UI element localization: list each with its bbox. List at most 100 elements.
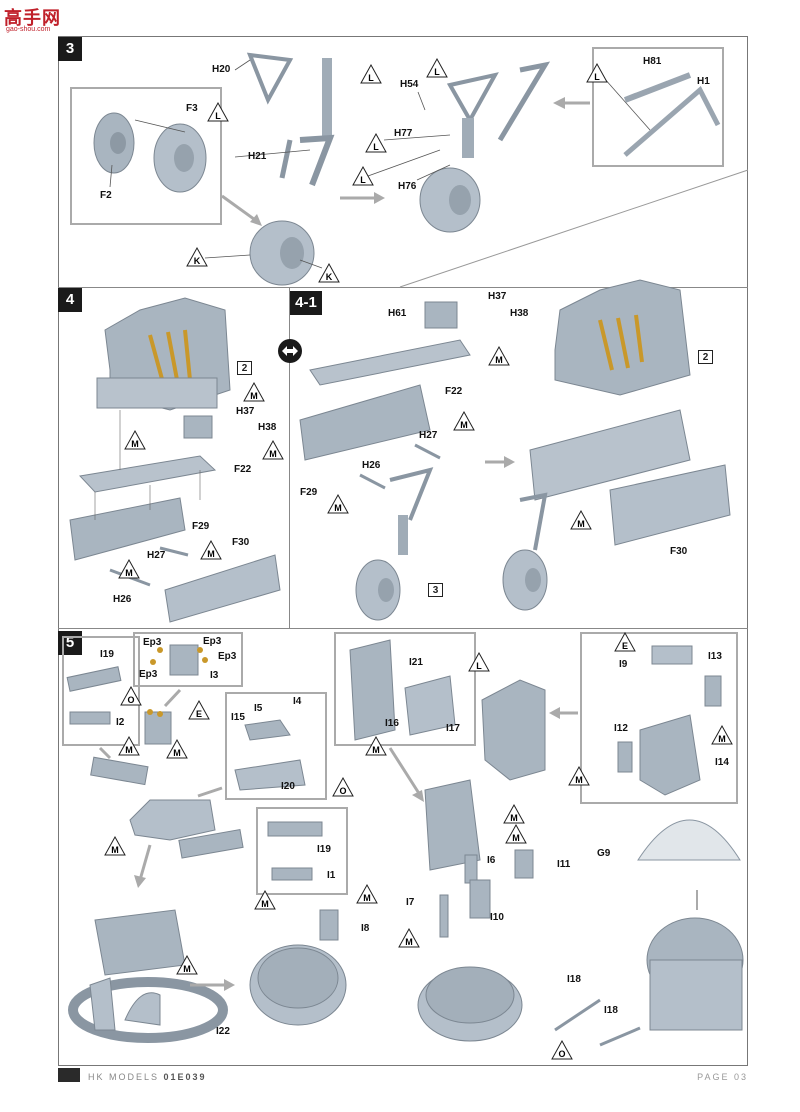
divider-step4-bottom: [58, 628, 748, 629]
svg-text:L: L: [360, 175, 366, 185]
part-label: I5: [254, 703, 263, 714]
part-label: I8: [361, 923, 370, 934]
part-label: I16: [385, 718, 399, 729]
svg-text:M: M: [173, 748, 181, 758]
part-label: H27: [419, 430, 438, 441]
svg-text:L: L: [215, 111, 221, 121]
svg-text:M: M: [207, 549, 215, 559]
divider-step4-step41: [289, 287, 290, 628]
step-3-number: 3: [58, 37, 82, 61]
part-label: H37: [488, 291, 507, 302]
svg-text:O: O: [127, 695, 134, 705]
part-label: H21: [248, 151, 267, 162]
part-label: H76: [398, 181, 417, 192]
part-label: G9: [597, 848, 611, 859]
svg-text:M: M: [405, 937, 413, 947]
part-label: I10: [490, 912, 504, 923]
ep3-detail-box: [133, 632, 243, 687]
part-label: I3: [210, 670, 219, 681]
strut-detail-box: [592, 47, 724, 167]
svg-text:M: M: [512, 833, 520, 843]
svg-text:O: O: [558, 1049, 565, 1059]
step-4-number: 4: [58, 288, 82, 312]
svg-text:M: M: [575, 775, 583, 785]
svg-text:O: O: [339, 786, 346, 796]
part-label: I7: [406, 897, 415, 908]
part-label: I14: [715, 757, 729, 768]
part-label: F29: [300, 487, 318, 498]
part-label: H81: [643, 56, 662, 67]
part-label: H26: [113, 594, 132, 605]
svg-text:E: E: [622, 641, 628, 651]
footer-page-number: PAGE 03: [697, 1072, 748, 1082]
part-label: I11: [557, 859, 571, 870]
part-label: I6: [487, 855, 496, 866]
svg-text:K: K: [326, 272, 333, 282]
part-label: I20: [281, 781, 295, 792]
part-label: Ep3: [139, 669, 158, 680]
svg-text:M: M: [125, 745, 133, 755]
part-label: I13: [708, 651, 722, 662]
part-label: I15: [231, 712, 245, 723]
part-label: I17: [446, 723, 460, 734]
svg-text:L: L: [368, 73, 374, 83]
svg-text:M: M: [460, 420, 468, 430]
divider-step3-bottom: [58, 287, 748, 288]
svg-text:K: K: [194, 256, 201, 266]
part-label: H54: [400, 79, 419, 90]
svg-text:M: M: [718, 734, 726, 744]
reference-step-box: 3: [428, 583, 443, 597]
svg-text:M: M: [250, 391, 258, 401]
svg-text:L: L: [434, 67, 440, 77]
i9-detail-box: [580, 632, 738, 804]
step3-parts-drawing: [93, 52, 721, 286]
part-label: I1: [327, 870, 336, 881]
part-label: F22: [445, 386, 463, 397]
part-label: I18: [604, 1005, 618, 1016]
watermark-url: gao-shou.com: [6, 26, 51, 33]
part-label: I4: [293, 696, 302, 707]
svg-text:M: M: [334, 503, 342, 513]
svg-text:M: M: [261, 899, 269, 909]
part-label: F29: [192, 521, 210, 532]
i21-detail-box: [334, 632, 476, 746]
footer-brand: HK MODELS 01E039: [88, 1072, 207, 1082]
svg-text:E: E: [196, 709, 202, 719]
part-label: H1: [697, 76, 710, 87]
part-label: H37: [236, 406, 255, 417]
part-label: H26: [362, 460, 381, 471]
page-footer: HK MODELS 01E039 PAGE 03: [58, 1068, 748, 1088]
part-label: Ep3: [218, 651, 237, 662]
svg-text:L: L: [476, 661, 482, 671]
part-label: I19: [317, 844, 331, 855]
part-label: F22: [234, 464, 252, 475]
part-label: I2: [116, 717, 125, 728]
svg-text:L: L: [373, 142, 379, 152]
gun-detail-box-1: [62, 636, 140, 746]
wheel-detail-box: [70, 87, 222, 225]
part-label: Ep3: [143, 637, 162, 648]
part-label: F30: [232, 537, 250, 548]
part-label: H38: [510, 308, 529, 319]
site-watermark: 高手网 gao-shou.com: [4, 4, 80, 36]
part-label: I21: [409, 657, 423, 668]
svg-text:M: M: [372, 745, 380, 755]
part-label: H38: [258, 422, 277, 433]
part-label: I18: [567, 974, 581, 985]
reference-step-box: 2: [237, 361, 252, 375]
step-4-1-number: 4-1: [290, 291, 322, 315]
svg-text:L: L: [594, 72, 600, 82]
part-label: I19: [100, 649, 114, 660]
part-label: I12: [614, 723, 628, 734]
svg-text:M: M: [495, 355, 503, 365]
step4-parts-drawing: [69, 279, 731, 623]
part-label: H77: [394, 128, 413, 139]
svg-text:M: M: [269, 449, 277, 459]
part-label: Ep3: [203, 636, 222, 647]
svg-text:M: M: [183, 964, 191, 974]
svg-text:M: M: [111, 845, 119, 855]
reference-step-box: 2: [698, 350, 713, 364]
svg-text:M: M: [510, 813, 518, 823]
part-label: F3: [186, 103, 198, 114]
